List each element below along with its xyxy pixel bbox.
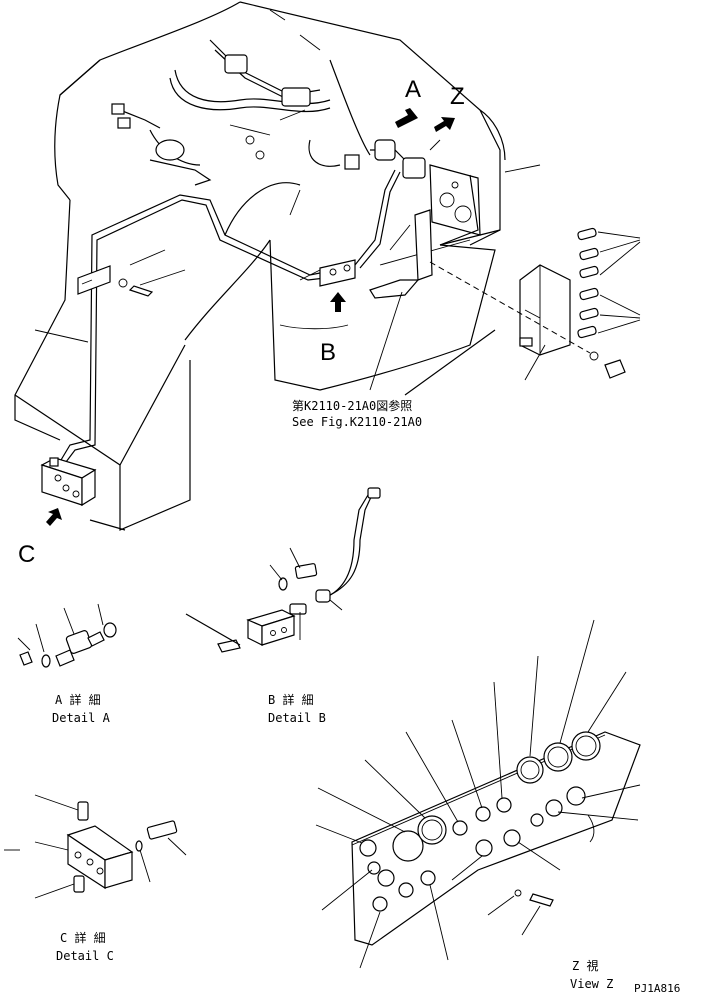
reference-en: See Fig.K2110-21A0 — [292, 415, 422, 429]
wire-harness — [111, 39, 426, 186]
view-label-z: Z — [450, 83, 465, 110]
view-z-en: View Z — [570, 977, 613, 991]
view-label-c: C — [18, 541, 35, 568]
detail-a-en: Detail A — [52, 711, 111, 725]
detail-c-jp: C 詳 細 — [60, 930, 106, 945]
detail-b-parts — [185, 487, 381, 653]
detail-b-jp: B 詳 細 — [268, 692, 314, 707]
detail-c-parts — [4, 794, 187, 899]
detail-a-jp: A 詳 細 — [55, 692, 101, 707]
view-arrows — [46, 108, 455, 526]
connector-pins — [577, 227, 599, 339]
reference-jp: 第K2110-21A0図参照 — [292, 398, 412, 413]
cover-assembly — [519, 264, 626, 379]
view-label-a: A — [405, 76, 421, 103]
detail-c-en: Detail C — [56, 949, 114, 963]
leader-lines-main — [34, 9, 641, 391]
bracket — [369, 209, 433, 299]
pressure-pipes — [54, 169, 401, 471]
view-label-b: B — [320, 339, 336, 366]
view-z-panel — [315, 619, 641, 969]
drawing-number: PJ1A816 — [634, 982, 680, 994]
pipe-clamps — [77, 259, 356, 297]
detail-b-en: Detail B — [268, 711, 326, 725]
manifold-block — [40, 457, 97, 507]
engine-body-outline — [14, 1, 506, 531]
view-z-jp: Z 視 — [572, 958, 598, 973]
detail-a-parts — [17, 603, 117, 668]
